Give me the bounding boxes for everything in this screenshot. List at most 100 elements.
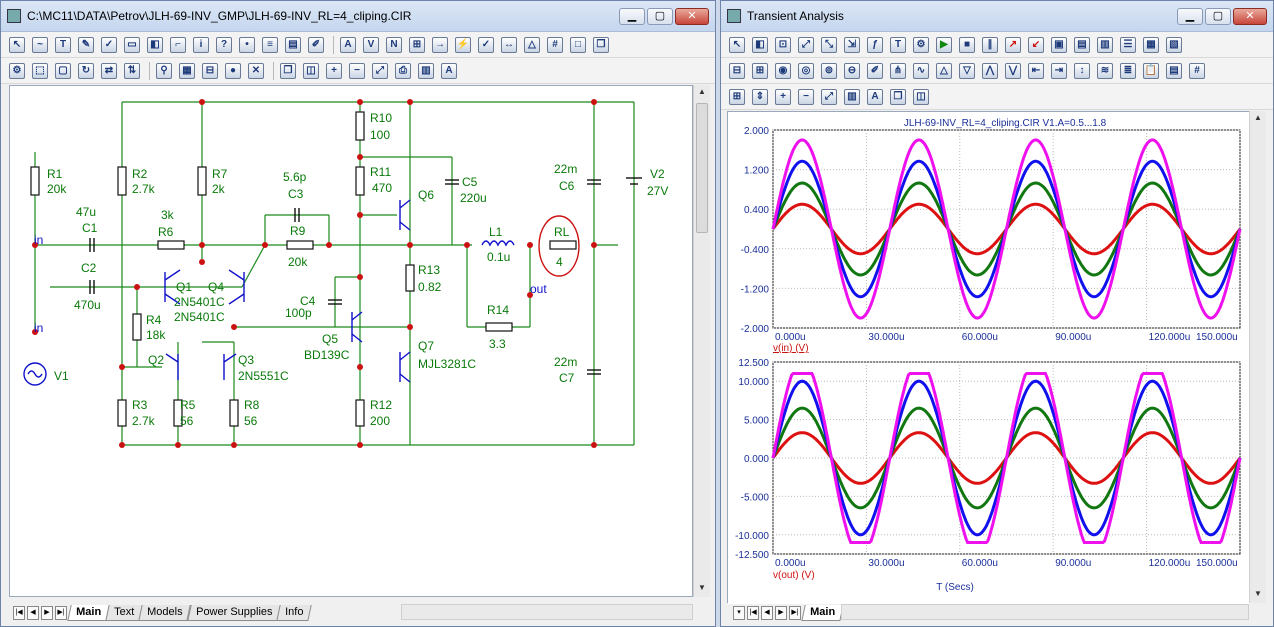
pin-button[interactable]: ⌐ xyxy=(168,35,188,55)
power-button[interactable]: ⚡ xyxy=(453,35,473,55)
list-button[interactable]: ☰ xyxy=(1118,35,1138,55)
zoom-fit-button[interactable]: ⤢ xyxy=(370,61,390,81)
rise-button[interactable]: △ xyxy=(934,61,954,81)
close-button[interactable]: ✕ xyxy=(1233,7,1267,25)
valley-button[interactable]: ◎ xyxy=(796,61,816,81)
fall-button[interactable]: ▽ xyxy=(957,61,977,81)
next-point-button[interactable]: ↕ xyxy=(1072,61,1092,81)
properties-button[interactable]: ⚙ xyxy=(911,35,931,55)
document-button[interactable]: ▤ xyxy=(1164,61,1184,81)
pin-connections-button[interactable]: N xyxy=(384,35,404,55)
scroll-down-icon[interactable]: ▼ xyxy=(698,583,706,592)
analysis-horizontal-scrollbar[interactable] xyxy=(841,604,1249,620)
next-tab-icon[interactable]: ▶ xyxy=(775,606,787,620)
scroll-thumb[interactable] xyxy=(696,103,708,233)
pause-button[interactable]: ∥ xyxy=(980,35,1000,55)
properties-button[interactable]: ▤ xyxy=(283,35,303,55)
dropdown-tab-icon[interactable]: ▾ xyxy=(733,606,745,620)
component-button[interactable]: ◧ xyxy=(750,35,770,55)
grid-button[interactable]: # xyxy=(545,35,565,55)
maximize-button[interactable]: ▢ xyxy=(1205,7,1231,25)
table-button[interactable]: ▥ xyxy=(1095,35,1115,55)
zoom-fit-button[interactable]: ⤢ xyxy=(819,87,839,107)
go-right-button[interactable]: ⇥ xyxy=(1049,61,1069,81)
scale-button[interactable]: ⊡ xyxy=(773,35,793,55)
schematic-button[interactable]: ⊟ xyxy=(200,61,220,81)
prev-point-button[interactable]: ≋ xyxy=(1095,61,1115,81)
cancel-button[interactable]: ✕ xyxy=(246,61,266,81)
help-button[interactable]: ? xyxy=(214,35,234,55)
scroll-up-icon[interactable]: ▲ xyxy=(1254,113,1262,122)
select-mode-button[interactable]: ↖ xyxy=(7,35,27,55)
analysis-titlebar[interactable]: Transient Analysis ▁ ▢ ✕ xyxy=(721,1,1273,32)
low-button[interactable]: ⊖ xyxy=(842,61,862,81)
go-left-button[interactable]: ⇤ xyxy=(1026,61,1046,81)
report-button[interactable]: ▧ xyxy=(1164,35,1184,55)
draw-button[interactable]: ✎ xyxy=(76,35,96,55)
font-button[interactable]: A xyxy=(439,61,459,81)
node-voltages-button[interactable]: V xyxy=(361,35,381,55)
prev-tab-icon[interactable]: ◀ xyxy=(27,606,39,620)
tab-info[interactable]: Info xyxy=(276,605,313,621)
tab-power-supplies[interactable]: Power Supplies xyxy=(187,605,281,621)
edit-button[interactable]: ✐ xyxy=(865,61,885,81)
close-button[interactable]: ✕ xyxy=(675,7,709,25)
palette-button[interactable]: ▥ xyxy=(842,87,862,107)
cascade-button[interactable]: ❐ xyxy=(278,61,298,81)
schematic-titlebar[interactable]: C:\MC11\DATA\Petrov\JLH-69-INV_GMP\JLH-6… xyxy=(1,1,715,32)
current-button[interactable]: → xyxy=(430,35,450,55)
slope-button[interactable]: ⋔ xyxy=(888,61,908,81)
box-button[interactable]: ▢ xyxy=(53,61,73,81)
info-button[interactable]: i xyxy=(191,35,211,55)
wave-button[interactable]: ⋀ xyxy=(980,61,1000,81)
xy-scale-button[interactable]: ⤡ xyxy=(819,35,839,55)
plot-canvas[interactable]: JLH-69-INV_RL=4_cliping.CIR V1.A=0.5...1… xyxy=(727,111,1250,604)
find-button[interactable]: ⚲ xyxy=(154,61,174,81)
schematic-vertical-scrollbar[interactable]: ▲ ▼ xyxy=(693,85,710,597)
attribute-button[interactable]: ≡ xyxy=(260,35,280,55)
grid-button[interactable]: ⊞ xyxy=(750,61,770,81)
cascade-button[interactable]: ❐ xyxy=(888,87,908,107)
tab-models[interactable]: Models xyxy=(138,605,192,621)
zoom-in-button[interactable]: + xyxy=(773,87,793,107)
tab-text[interactable]: Text xyxy=(105,605,143,621)
first-tab-icon[interactable]: |◀ xyxy=(747,606,759,620)
mirror-button[interactable]: ⇄ xyxy=(99,61,119,81)
maximize-button[interactable]: ▢ xyxy=(647,7,673,25)
tile-button[interactable]: ◫ xyxy=(911,87,931,107)
step-back-button[interactable]: ↙ xyxy=(1026,35,1046,55)
tag-button[interactable]: ≣ xyxy=(1118,61,1138,81)
component-button[interactable]: ◧ xyxy=(145,35,165,55)
numeric-button[interactable]: ▤ xyxy=(1072,35,1092,55)
zoom-out-button[interactable]: − xyxy=(796,87,816,107)
scroll-up-icon[interactable]: ▲ xyxy=(698,87,706,96)
schematic-canvas[interactable]: R1 20k R2 2.7k R7 2k R10 100 R11 470 C5 … xyxy=(9,85,693,597)
copy-button[interactable]: ❐ xyxy=(591,35,611,55)
state-button[interactable]: ↔ xyxy=(499,35,519,55)
page-button[interactable]: □ xyxy=(568,35,588,55)
high-button[interactable]: ⊚ xyxy=(819,61,839,81)
tab-main[interactable]: Main xyxy=(67,605,110,621)
schematic-horizontal-scrollbar[interactable] xyxy=(401,604,693,620)
toggle-button[interactable]: ⚙ xyxy=(7,61,27,81)
calculator-button[interactable]: # xyxy=(1187,61,1207,81)
palette-button[interactable]: ▥ xyxy=(416,61,436,81)
panel-button[interactable]: ▣ xyxy=(1049,35,1069,55)
flag-button[interactable]: ✓ xyxy=(99,35,119,55)
zoom-in-button[interactable]: + xyxy=(324,61,344,81)
last-tab-icon[interactable]: ▶| xyxy=(55,606,67,620)
edit-button[interactable]: ✐ xyxy=(306,35,326,55)
inflection-button[interactable]: ∿ xyxy=(911,61,931,81)
split-button[interactable]: ⊟ xyxy=(727,61,747,81)
function-button[interactable]: ƒ xyxy=(865,35,885,55)
print-button[interactable]: ⎙ xyxy=(393,61,413,81)
font-button[interactable]: A xyxy=(865,87,885,107)
stop-button[interactable]: ● xyxy=(223,61,243,81)
bus-button[interactable]: ▭ xyxy=(122,35,142,55)
wave-down-button[interactable]: ⋁ xyxy=(1003,61,1023,81)
tab-main[interactable]: Main xyxy=(801,605,844,621)
step-button[interactable]: ↗ xyxy=(1003,35,1023,55)
prev-tab-icon[interactable]: ◀ xyxy=(761,606,773,620)
select-box-button[interactable]: ⬚ xyxy=(30,61,50,81)
scroll-down-icon[interactable]: ▼ xyxy=(1254,589,1262,598)
